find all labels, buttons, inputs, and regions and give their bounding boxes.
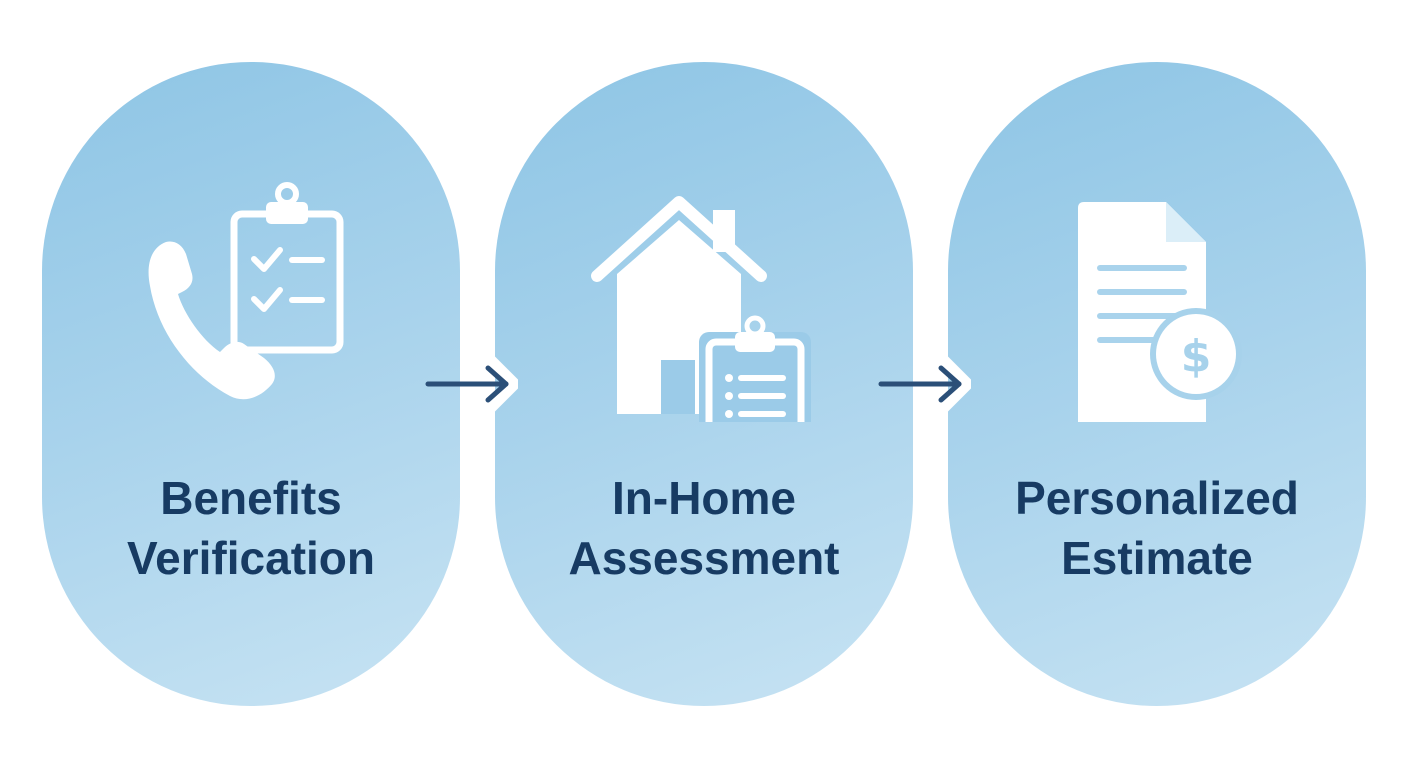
step-label-line-1: In-Home <box>612 472 796 524</box>
step-label: Benefits Verification <box>42 468 460 588</box>
step-benefits-verification: Benefits Verification <box>42 62 460 706</box>
step-label-line-2: Assessment <box>568 532 840 584</box>
step-label-line-1: Personalized <box>1015 472 1299 524</box>
arrow-right-icon <box>422 351 523 417</box>
step-label: In-Home Assessment <box>495 468 913 588</box>
svg-text:$: $ <box>1181 331 1212 382</box>
step-label-line-2: Verification <box>127 532 375 584</box>
house-clipboard-icon <box>495 182 913 422</box>
step-label-line-2: Estimate <box>1061 532 1253 584</box>
step-in-home-assessment: In-Home Assessment <box>495 62 913 706</box>
document-dollar-icon: $ <box>948 182 1366 422</box>
step-label: Personalized Estimate <box>948 468 1366 588</box>
step-label-line-1: Benefits <box>160 472 342 524</box>
step-personalized-estimate: $ Personalized Estimate <box>948 62 1366 706</box>
arrow-right-icon <box>875 351 976 417</box>
phone-clipboard-icon <box>42 182 460 422</box>
